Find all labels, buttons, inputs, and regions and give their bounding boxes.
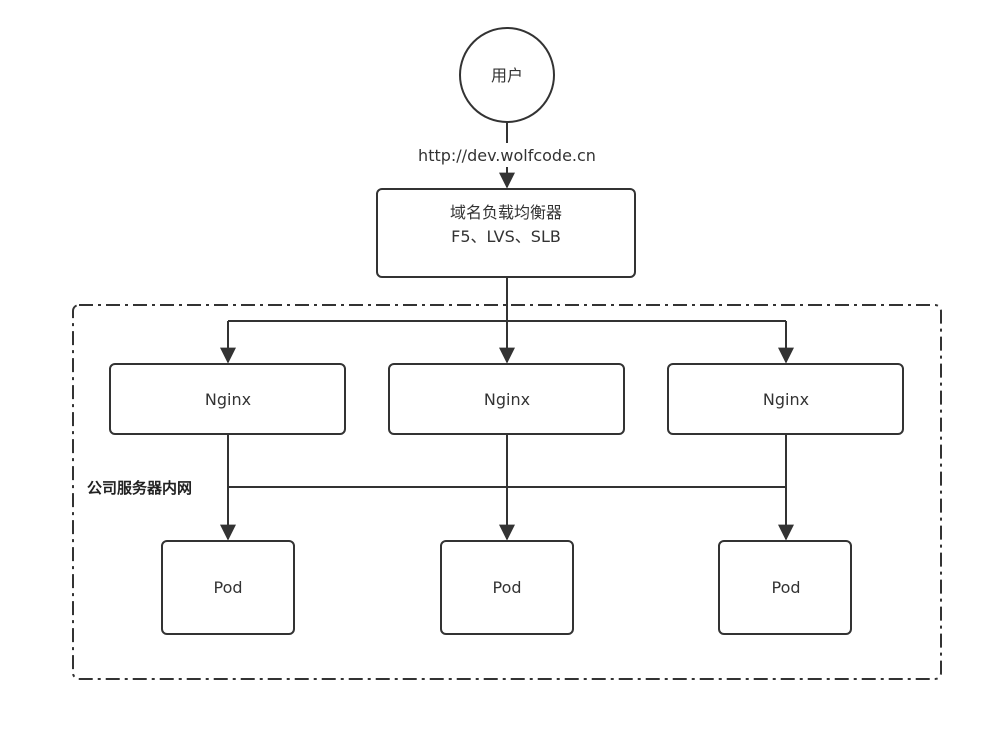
intranet-region-label: 公司服务器内网 (87, 479, 192, 497)
pod-node-3 (718, 540, 852, 635)
user-label: 用户 (491, 66, 523, 85)
intranet-region (72, 304, 942, 680)
pod-node-1 (161, 540, 295, 635)
edge-url-label: http://dev.wolfcode.cn (418, 146, 596, 165)
load-balancer-title: 域名负载均衡器 (450, 203, 562, 222)
nginx-label-1: Nginx (205, 390, 251, 409)
pod-node-2 (440, 540, 574, 635)
pod-label-1: Pod (213, 578, 242, 597)
load-balancer-subtitle: F5、LVS、SLB (451, 227, 561, 246)
nginx-label-3: Nginx (763, 390, 809, 409)
nginx-label-2: Nginx (484, 390, 530, 409)
pod-label-2: Pod (492, 578, 521, 597)
pod-label-3: Pod (771, 578, 800, 597)
